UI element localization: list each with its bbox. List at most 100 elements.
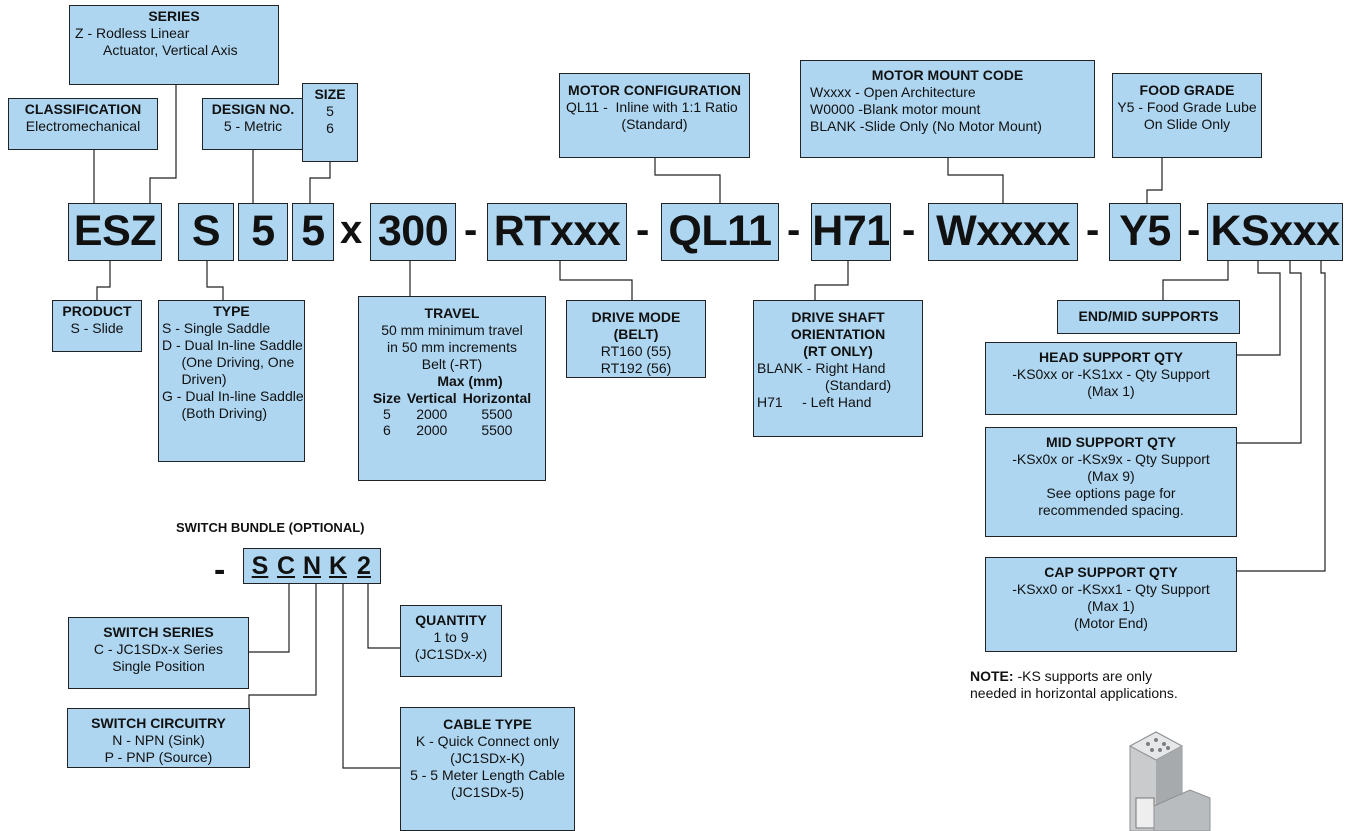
end-mid-supports-box: END/MID SUPPORTS <box>1057 300 1240 334</box>
mid-support-box: MID SUPPORT QTY -KSx0x or -KSx9x - Qty S… <box>985 427 1237 537</box>
code-dash6: - <box>1187 205 1200 255</box>
travel-line2: in 50 mm increments <box>362 339 542 356</box>
connector-food-grade <box>1147 158 1162 203</box>
cap-support-line3: (Motor End) <box>989 615 1233 632</box>
connector-mid-support <box>1237 261 1301 443</box>
design-no-title: DESIGN NO. <box>206 101 300 118</box>
type-title: TYPE <box>162 303 301 320</box>
connector-product <box>97 261 110 300</box>
mid-support-line2: (Max 9) <box>989 468 1233 485</box>
connector-head-support <box>1237 261 1280 355</box>
connector-motor-config <box>655 158 720 203</box>
drive-shaft-box: DRIVE SHAFT ORIENTATION (RT ONLY) BLANK … <box>753 300 923 437</box>
cable-type-line1: K - Quick Connect only <box>404 733 571 750</box>
code-ks: KSxxx <box>1207 203 1343 261</box>
switch-letter-k: K <box>325 551 351 581</box>
connector-end-mid <box>1163 261 1228 300</box>
cap-support-title: CAP SUPPORT QTY <box>989 564 1233 581</box>
quantity-box: QUANTITY 1 to 9 (JC1SDx-x) <box>400 605 502 677</box>
series-line1: Z - Rodless Linear <box>73 25 275 42</box>
code-esz: ESZ <box>68 203 162 261</box>
switch-circuitry-line2: P - PNP (Source) <box>71 749 246 766</box>
connector-size <box>310 162 330 203</box>
travel-cell: 2000 <box>404 422 460 438</box>
quantity-line2: (JC1SDx-x) <box>404 646 498 663</box>
type-line: S - Single Saddle <box>162 320 301 337</box>
motor-configuration-title: MOTOR CONFIGURATION <box>563 82 746 99</box>
note-text: NOTE: -KS supports are only needed in ho… <box>970 668 1178 702</box>
switch-bundle-dash: - <box>214 545 225 595</box>
connector-type <box>207 261 223 300</box>
travel-cell: 6 <box>370 422 404 438</box>
connector-cap-support <box>1237 261 1325 571</box>
cable-type-line3: 5 - 5 Meter Length Cable <box>404 767 571 784</box>
quantity-line1: 1 to 9 <box>404 629 498 646</box>
travel-cell: 5500 <box>460 406 534 422</box>
product-box: PRODUCT S - Slide <box>52 300 142 352</box>
code-s: S <box>178 203 234 261</box>
switch-circuitry-line1: N - NPN (Sink) <box>71 732 246 749</box>
switch-letter-2: 2 <box>351 551 377 581</box>
slide-product-image <box>1090 728 1230 831</box>
motor-mount-box: MOTOR MOUNT CODE Wxxxx - Open Architectu… <box>800 60 1095 158</box>
drive-mode-title: DRIVE MODE (BELT) <box>570 309 702 343</box>
code-dash3: - <box>787 205 800 255</box>
connector-cable-type <box>343 582 400 768</box>
type-line: (One Driving, One <box>162 354 301 371</box>
switch-letter-s: S <box>247 551 273 581</box>
cap-support-line2: (Max 1) <box>989 598 1233 615</box>
motor-mount-line2: W0000 -Blank motor mount <box>804 101 1091 118</box>
type-box: TYPE S - Single Saddle D - Dual In-line … <box>158 300 305 462</box>
classification-title: CLASSIFICATION <box>12 101 154 118</box>
head-support-title: HEAD SUPPORT QTY <box>989 349 1233 366</box>
switch-bundle-heading: SWITCH BUNDLE (OPTIONAL) <box>176 519 364 536</box>
switch-letter-n: N <box>299 551 325 581</box>
travel-line3: Belt (-RT) <box>362 356 542 373</box>
travel-max-label: Max (mm) <box>362 373 542 390</box>
switch-series-line1: C - JC1SDx-x Series <box>72 641 245 658</box>
mid-support-title: MID SUPPORT QTY <box>989 434 1233 451</box>
code-dash2: - <box>636 205 649 255</box>
design-no-box: DESIGN NO. 5 - Metric <box>202 98 304 150</box>
series-title: SERIES <box>73 8 275 25</box>
travel-row: 6 2000 5500 <box>370 422 534 438</box>
food-grade-title: FOOD GRADE <box>1116 82 1258 99</box>
switch-series-title: SWITCH SERIES <box>72 624 245 641</box>
travel-line1: 50 mm minimum travel <box>362 322 542 339</box>
motor-configuration-box: MOTOR CONFIGURATION QL11 - Inline with 1… <box>559 73 750 158</box>
drive-shaft-line2: (Standard) <box>757 377 919 394</box>
switch-circuitry-title: SWITCH CIRCUITRY <box>71 715 246 732</box>
connector-quantity <box>368 582 400 648</box>
size-title: SIZE <box>306 86 354 103</box>
code-ql: QL11 <box>661 203 779 261</box>
travel-col-vertical: Vertical <box>404 390 460 406</box>
size-line1: 5 <box>306 103 354 120</box>
code-travel: 300 <box>370 203 456 261</box>
product-title: PRODUCT <box>56 303 138 320</box>
drive-shaft-title3: (RT ONLY) <box>757 343 919 360</box>
travel-col-horizontal: Horizontal <box>460 390 534 406</box>
type-line: (Both Driving) <box>162 405 301 422</box>
cable-type-box: CABLE TYPE K - Quick Connect only (JC1SD… <box>400 707 575 831</box>
code-x: x <box>340 205 362 255</box>
type-line: D - Dual In-line Saddle <box>162 337 301 354</box>
travel-row: 5 2000 5500 <box>370 406 534 422</box>
drive-shaft-title1: DRIVE SHAFT <box>757 309 919 326</box>
travel-cell: 2000 <box>404 406 460 422</box>
drive-shaft-line1: BLANK - Right Hand <box>757 360 919 377</box>
series-box: SERIES Z - Rodless Linear Actuator, Vert… <box>69 5 279 85</box>
connector-switch-circuitry <box>249 582 316 740</box>
switch-circuitry-box: SWITCH CIRCUITRY N - NPN (Sink) P - PNP … <box>67 708 250 768</box>
classification-box: CLASSIFICATION Electromechanical <box>8 98 158 150</box>
travel-cell: 5500 <box>460 422 534 438</box>
type-line: G - Dual In-line Saddle <box>162 388 301 405</box>
note-line2: needed in horizontal applications. <box>970 685 1178 701</box>
code-w: Wxxxx <box>928 203 1078 261</box>
type-line: Driven) <box>162 371 301 388</box>
motor-mount-line1: Wxxxx - Open Architecture <box>804 84 1091 101</box>
classification-line1: Electromechanical <box>12 118 154 135</box>
drive-shaft-line3: H71 - Left Hand <box>757 394 919 411</box>
connector-motor-mount <box>948 158 1003 203</box>
cable-type-line4: (JC1SDx-5) <box>404 784 571 801</box>
motor-configuration-line1: QL11 - Inline with 1:1 Ratio <box>563 99 746 116</box>
